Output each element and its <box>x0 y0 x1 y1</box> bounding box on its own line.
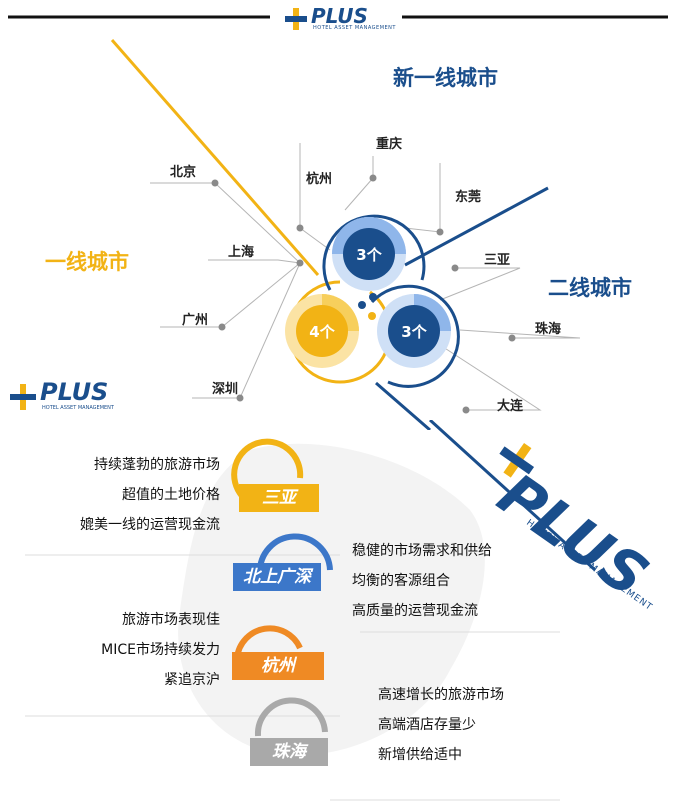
tier1-circle <box>285 280 392 384</box>
plus-icon <box>285 8 307 30</box>
tier2-connectors <box>439 267 581 411</box>
profile-desc-bsgs: 稳健的市场需求和供给 均衡的客源组合 高质量的运营现金流 <box>352 543 492 619</box>
tier2-count: 3个 <box>401 323 427 341</box>
tier1-connectors <box>150 182 301 399</box>
city-tier-diagram <box>8 15 668 430</box>
city-label: 三亚 <box>484 253 511 268</box>
city-label: 重庆 <box>376 137 403 152</box>
watermark-logo-large: PLUS HOTEL ASSET MANAGEMENT <box>485 420 685 640</box>
profile-pill-sanya: 三亚 <box>239 484 319 512</box>
watermark-logo-text: PLUS <box>40 378 109 406</box>
profile-desc-hangzhou: 旅游市场表现佳 MICE市场持续发力 紧追京沪 <box>101 612 220 688</box>
tier1-count: 4个 <box>309 323 335 341</box>
city-label: 杭州 <box>306 172 333 187</box>
city-label: 珠海 <box>535 322 562 337</box>
profile-arc-sanya <box>231 438 304 498</box>
city-label: 广州 <box>182 313 209 328</box>
new-tier1-circle <box>322 214 426 291</box>
profile-arc-hangzhou <box>234 625 303 659</box>
junction-dot-gold <box>368 312 376 320</box>
new-tier1-count: 3个 <box>356 246 382 264</box>
tier1-title: 一线城市 <box>45 250 129 274</box>
city-label: 深圳 <box>212 382 239 397</box>
city-node-dots <box>211 174 516 414</box>
city-label: 上海 <box>228 245 255 260</box>
profile-pill-zhuhai: 珠海 <box>250 738 328 766</box>
profile-desc-sanya: 持续蓬勃的旅游市场 超值的土地价格 媲美一线的运营现金流 <box>80 457 220 533</box>
watermark-logo-large-text: PLUS <box>485 460 661 611</box>
tier2-divider-line-bottom <box>428 420 597 572</box>
city-label: 东莞 <box>455 190 482 205</box>
plus-icon <box>10 384 36 410</box>
profile-arc-bsgs <box>256 533 333 574</box>
tier2-divider-line-upper <box>404 186 549 267</box>
tier2-divider-line-lower <box>375 381 431 430</box>
junction-dot-navy-2 <box>369 293 377 301</box>
junction-dot-navy <box>358 301 366 309</box>
plus-icon <box>499 442 535 478</box>
watermark-logo-small: PLUS HOTEL ASSET MANAGEMENT <box>10 378 150 414</box>
profile-desc-zhuhai: 高速增长的旅游市场 高端酒店存量少 新增供给适中 <box>378 687 504 763</box>
header-logo-text: PLUS <box>311 4 368 28</box>
watermark-logo-subtext: HOTEL ASSET MANAGEMENT <box>42 405 114 411</box>
profile-pill-bsgs: 北上广深 <box>233 563 321 591</box>
profile-arc-zhuhai <box>254 697 328 737</box>
header-logo: PLUS HOTEL ASSET MANAGEMENT <box>285 4 397 31</box>
tier2-title: 二线城市 <box>548 276 632 300</box>
new-tier1-title: 新一线城市 <box>393 66 498 90</box>
tier1-divider-line <box>110 39 320 276</box>
city-label: 大连 <box>497 399 524 414</box>
city-label: 北京 <box>170 165 197 180</box>
header-logo-subtext: HOTEL ASSET MANAGEMENT <box>313 25 396 31</box>
tier2-circle <box>370 284 460 388</box>
profile-pill-hangzhou: 杭州 <box>232 652 324 680</box>
